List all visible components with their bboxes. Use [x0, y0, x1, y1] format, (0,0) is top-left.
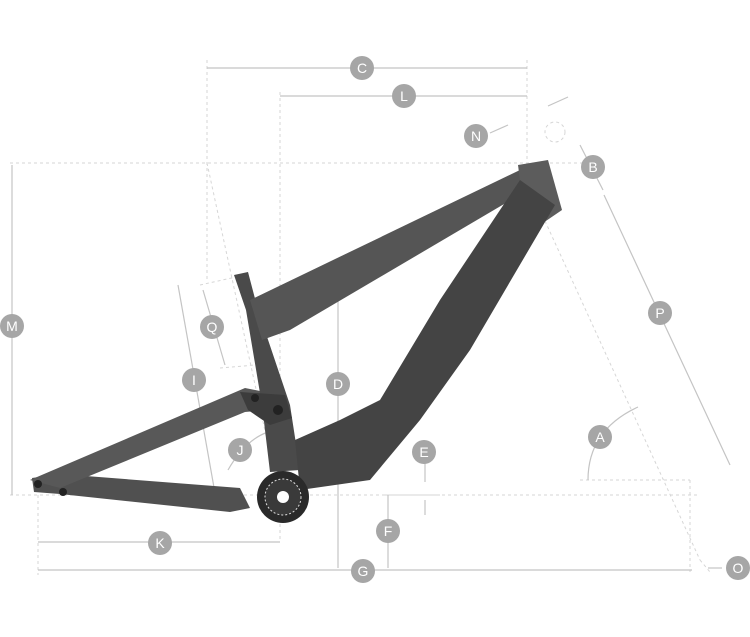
label-i: I	[182, 368, 206, 392]
label-p: P	[648, 301, 672, 325]
label-b: B	[581, 155, 605, 179]
top-tube	[250, 170, 528, 340]
label-g: G	[351, 559, 375, 583]
svg-text:E: E	[419, 444, 428, 460]
svg-text:P: P	[655, 305, 664, 321]
svg-text:A: A	[595, 429, 605, 445]
svg-text:O: O	[733, 560, 744, 576]
label-d: D	[326, 372, 350, 396]
bike-frame	[30, 160, 562, 523]
label-k: K	[148, 531, 172, 555]
svg-text:N: N	[471, 128, 481, 144]
label-l: L	[392, 84, 416, 108]
label-j: J	[228, 438, 252, 462]
chainstay	[32, 474, 250, 512]
label-e: E	[412, 440, 436, 464]
seat-tube	[234, 272, 300, 472]
down-tube	[295, 180, 555, 490]
label-m: M	[0, 314, 24, 338]
svg-text:C: C	[357, 60, 367, 76]
svg-text:L: L	[400, 88, 408, 104]
svg-text:J: J	[237, 442, 244, 458]
svg-text:F: F	[384, 523, 393, 539]
svg-text:G: G	[358, 563, 369, 579]
label-c: C	[350, 56, 374, 80]
seat-stay	[30, 388, 268, 488]
label-q: Q	[200, 315, 224, 339]
label-o: O	[726, 556, 750, 580]
label-n: N	[464, 124, 488, 148]
svg-text:I: I	[192, 372, 196, 388]
svg-text:B: B	[588, 159, 597, 175]
rocker-link	[240, 392, 292, 425]
label-f: F	[376, 519, 400, 543]
svg-text:M: M	[6, 318, 18, 334]
svg-text:D: D	[333, 376, 343, 392]
svg-text:K: K	[155, 535, 165, 551]
svg-text:Q: Q	[207, 319, 218, 335]
label-a: A	[588, 425, 612, 449]
